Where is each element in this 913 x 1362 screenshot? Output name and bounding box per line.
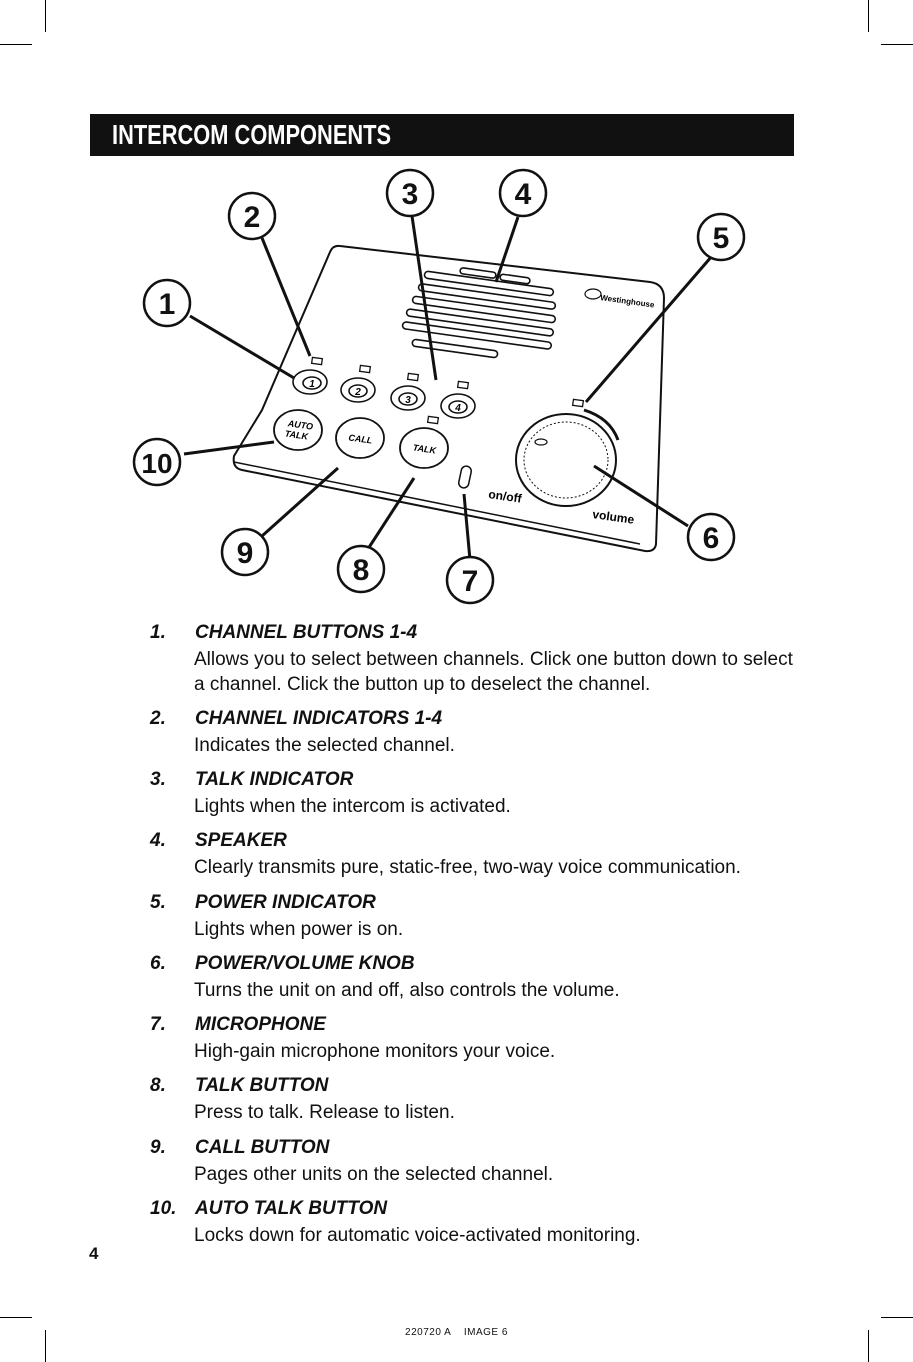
callout-circle — [498, 168, 548, 218]
callout-circle — [227, 191, 277, 241]
item-title: CHANNEL BUTTONS 1-4 — [195, 622, 418, 643]
item-description: Lights when power is on. — [194, 919, 404, 940]
callout-circle — [696, 212, 746, 262]
item-description: Lights when the intercom is activated. — [194, 796, 511, 817]
crop-mark — [881, 1317, 913, 1318]
print-job-code: 220720 A IMAGE 6 — [405, 1327, 508, 1338]
channel-label: 2 — [354, 387, 361, 398]
auto-talk-label: AUTO — [286, 418, 313, 432]
talk-button — [399, 427, 449, 469]
item-description: Pages other units on the selected channe… — [194, 1164, 554, 1185]
volume-knob — [515, 408, 620, 507]
item-title: CALL BUTTON — [195, 1137, 330, 1158]
crop-mark — [0, 44, 32, 45]
item-title: TALK INDICATOR — [195, 769, 354, 790]
callout-number: 8 — [353, 554, 370, 587]
callout-number: 1 — [159, 288, 176, 321]
intercom-illustration: Westinghouse 1 2 3 4 — [132, 168, 746, 605]
call-button — [335, 417, 385, 459]
brand-logo-icon — [584, 288, 602, 300]
auto-talk-label: TALK — [284, 428, 310, 441]
callout-number: 10 — [141, 448, 172, 479]
item-description: Clearly transmits pure, static-free, two… — [194, 857, 741, 878]
callout-number: 2 — [244, 201, 261, 234]
auto-talk-button — [273, 409, 323, 451]
item-number: 3. — [150, 769, 166, 790]
crop-mark — [868, 0, 869, 32]
callout-number: 7 — [462, 565, 479, 598]
item-description: Indicates the selected channel. — [194, 735, 455, 756]
microphone-icon — [458, 465, 472, 489]
item-number: 2. — [150, 708, 166, 729]
item-title: POWER/VOLUME KNOB — [195, 953, 415, 974]
item-description: Turns the unit on and off, also controls… — [194, 980, 620, 1001]
callout-circle — [142, 278, 192, 328]
item-number: 10. — [150, 1198, 177, 1219]
item-title: MICROPHONE — [195, 1014, 326, 1035]
item-number: 6. — [150, 953, 166, 974]
crop-mark — [45, 0, 46, 32]
indicator-leds — [310, 356, 585, 425]
crop-mark — [0, 1317, 32, 1318]
item-number: 9. — [150, 1137, 166, 1158]
item-title: TALK BUTTON — [195, 1075, 329, 1096]
item-number: 4. — [150, 830, 166, 851]
callout-number: 3 — [402, 178, 419, 211]
item-number: 8. — [150, 1075, 166, 1096]
item-title: CHANNEL INDICATORS 1-4 — [195, 708, 443, 729]
callout-number: 4 — [515, 178, 532, 211]
item-title: POWER INDICATOR — [195, 892, 376, 913]
callout-number: 9 — [237, 537, 254, 570]
item-description: Allows you to select between channels. C… — [194, 649, 793, 695]
item-number: 7. — [150, 1014, 166, 1035]
callout-circle — [132, 437, 182, 487]
callout-circle — [385, 168, 435, 218]
item-description: High-gain microphone monitors your voice… — [194, 1041, 556, 1062]
call-label: CALL — [348, 432, 373, 445]
callout-circle — [686, 512, 736, 562]
crop-mark — [45, 1330, 46, 1362]
crop-mark — [881, 44, 913, 45]
volume-label: volume — [592, 507, 636, 527]
intercom-diagram: Westinghouse 1 2 3 4 — [0, 160, 913, 610]
device-edge — [233, 461, 641, 545]
section-header: INTERCOM COMPONENTS — [90, 114, 794, 156]
on-off-label: on/off — [488, 487, 524, 506]
item-description: Press to talk. Release to listen. — [194, 1102, 455, 1123]
talk-label: TALK — [412, 442, 438, 455]
page-number: 4 — [89, 1244, 99, 1263]
callout-circle — [336, 544, 386, 594]
speaker-grille — [401, 267, 557, 359]
item-title: SPEAKER — [195, 830, 287, 851]
leader-lines — [183, 215, 714, 561]
callout-number: 6 — [703, 522, 720, 555]
channel-label: 4 — [454, 403, 461, 414]
item-description: Locks down for automatic voice-activated… — [194, 1225, 641, 1246]
callout-circle — [445, 555, 495, 605]
channel-label: 1 — [309, 379, 315, 390]
channel-label: 3 — [405, 395, 411, 406]
item-number: 1. — [150, 622, 166, 643]
channel-buttons — [292, 369, 476, 419]
section-title: INTERCOM COMPONENTS — [112, 119, 392, 150]
item-title: AUTO TALK BUTTON — [195, 1198, 388, 1219]
callout-number: 5 — [713, 222, 730, 255]
callout-circle — [220, 527, 270, 577]
item-number: 5. — [150, 892, 166, 913]
crop-mark — [868, 1330, 869, 1362]
